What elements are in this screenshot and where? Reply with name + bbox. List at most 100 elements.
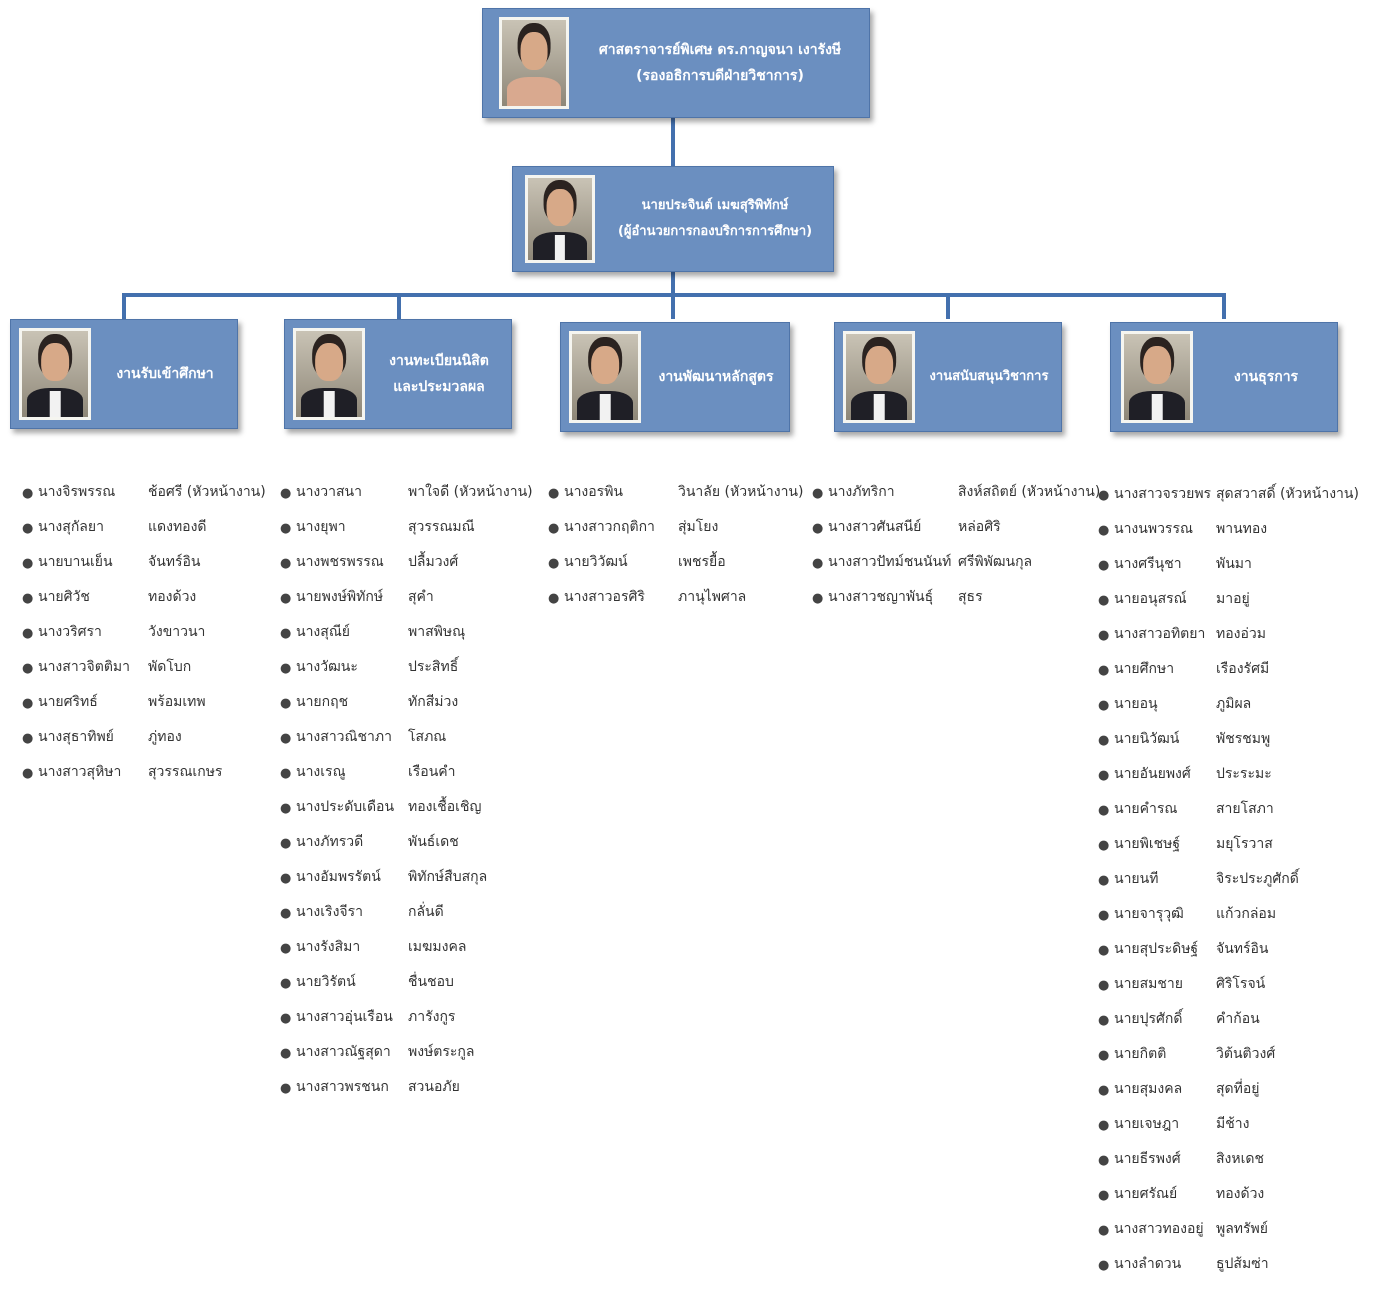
- staff-first-name: นายสุมงคล: [1114, 1081, 1183, 1097]
- staff-first-name: นายธีรพงศ์: [1114, 1151, 1181, 1167]
- bullet-icon: ●: [280, 661, 292, 676]
- staff-member: ●นายอนุภูมิผล: [1098, 694, 1394, 729]
- staff-member: ●นายกฤชทักสีม่วง: [280, 692, 515, 727]
- connector-dept-4: [946, 293, 950, 319]
- staff-last-name: จิระประภูศักดิ์: [1216, 871, 1299, 887]
- staff-first-name: นางสุธาทิพย์: [38, 729, 114, 745]
- dept-photo-admissions: [19, 328, 91, 420]
- staff-last-name: คำก้อน: [1216, 1011, 1260, 1027]
- bullet-icon: ●: [1098, 1048, 1110, 1063]
- staff-member: ●นางสุณีย์พาสพิษณุ: [280, 622, 515, 657]
- staff-first-name: นางสาวอทิตยา: [1114, 626, 1206, 642]
- connector-dept-1: [122, 293, 126, 319]
- staff-member: ●นางสาวณัฐสุดาพงษ์ตระกูล: [280, 1042, 515, 1077]
- staff-last-name: สุธร: [958, 589, 983, 605]
- staff-member: ●นางสาวปัทม์ชนนันท์ศรีพิพัฒนกุล: [812, 552, 1072, 587]
- staff-member: ●นายกิตติวิต้นติวงศ์: [1098, 1044, 1394, 1079]
- staff-first-name: นางสาวพรชนก: [296, 1079, 389, 1095]
- staff-member: ●นางสาวสุหิษาสุวรรณเกษร: [22, 762, 267, 797]
- director-photo: [525, 175, 595, 263]
- dept-box-registration: งานทะเบียนนิสิต และประมวลผล: [284, 319, 512, 429]
- staff-last-name: สิงหเดช: [1216, 1151, 1264, 1167]
- bullet-icon: ●: [1098, 908, 1110, 923]
- staff-last-name: ทองด้วง: [148, 589, 197, 605]
- staff-last-name: วิต้นติวงศ์: [1216, 1046, 1276, 1062]
- staff-last-name: พร้อมเทพ: [148, 694, 206, 710]
- staff-last-name: กลั่นดี: [408, 904, 444, 920]
- staff-first-name: นางสาวชญาพันธุ์: [828, 589, 934, 605]
- staff-member: ●นางศรีนุชาพันมา: [1098, 554, 1394, 589]
- staff-member: ●นางสาวศันสนีย์หล่อศิริ: [812, 517, 1072, 552]
- staff-first-name: นายสมชาย: [1114, 976, 1183, 992]
- staff-last-name: สุวรรณเกษร: [148, 764, 223, 780]
- staff-last-name: ธูปส้มซ่า: [1216, 1256, 1269, 1272]
- staff-last-name: พงษ์ตระกูล: [408, 1044, 475, 1060]
- bullet-icon: ●: [812, 521, 824, 536]
- staff-first-name: นางสาวณิชาภา: [296, 729, 392, 745]
- director-name: นายประจินต์ เมฆสุริพิทักษ์: [641, 198, 789, 213]
- dept-title-admissions: งานรับเข้าศึกษา: [116, 366, 214, 382]
- staff-last-name: พานทอง: [1216, 521, 1268, 537]
- top-executive-box: ศาสตราจารย์พิเศษ ดร.กาญจนา เงารังษี (รอง…: [482, 8, 870, 118]
- bullet-icon: ●: [1098, 1153, 1110, 1168]
- staff-first-name: นางศรีนุชา: [1114, 556, 1182, 572]
- bullet-icon: ●: [812, 486, 824, 501]
- bullet-icon: ●: [280, 836, 292, 851]
- staff-last-name: จันทร์อิน: [1216, 941, 1269, 957]
- connector-director-to-bar: [671, 272, 675, 296]
- staff-first-name: นายจารุวุฒิ: [1114, 906, 1184, 922]
- bullet-icon: ●: [1098, 873, 1110, 888]
- staff-first-name: นางสาวอุ่นเรือน: [296, 1009, 393, 1025]
- bullet-icon: ●: [1098, 978, 1110, 993]
- staff-member: ●นางยุพาสุวรรณมณี: [280, 517, 515, 552]
- bullet-icon: ●: [1098, 698, 1110, 713]
- staff-first-name: นางรังสิมา: [296, 939, 361, 955]
- staff-first-name: นายอันยพงศ์: [1114, 766, 1191, 782]
- staff-member: ● นางลำดวน ธูปส้มซ่า: [1098, 1254, 1394, 1289]
- staff-member: ●นายศึกษาเรืองรัศมี: [1098, 659, 1394, 694]
- bullet-icon: ●: [280, 976, 292, 991]
- staff-first-name: นางลำดวน: [1114, 1256, 1182, 1272]
- top-executive-role: (รองอธิการบดีฝ่ายวิชาการ): [636, 68, 804, 84]
- top-executive-photo: [499, 17, 569, 109]
- staff-first-name: นายอนุ: [1114, 696, 1158, 712]
- staff-member: ●นางนพวรรณพานทอง: [1098, 519, 1394, 554]
- staff-first-name: นางภัทรวดี: [296, 834, 364, 850]
- staff-last-name: พันธ์เดช: [408, 834, 459, 850]
- staff-last-name: ประระมะ: [1216, 766, 1272, 782]
- staff-last-name: พัดโบก: [148, 659, 192, 675]
- bullet-icon: ●: [1098, 628, 1110, 643]
- staff-member: ●นายสมชายศิริโรจน์: [1098, 974, 1394, 1009]
- staff-first-name: นางเรณู: [296, 764, 346, 780]
- staff-member: ●นายพงษ์พิทักษ์สุคำ: [280, 587, 515, 622]
- staff-list-general-admin: ●นางสาวจรวยพรสุดสวาสดิ์ (หัวหน้างาน)●นาง…: [1098, 484, 1394, 1289]
- dept-title-registration: งานทะเบียนนิสิต และประมวลผล: [389, 353, 489, 395]
- staff-last-name: แดงทองดี: [148, 519, 207, 535]
- bullet-icon: ●: [22, 486, 34, 501]
- staff-last-name: วินาลัย (หัวหน้างาน): [678, 484, 804, 500]
- staff-member: ●นายพิเชษฐ์มยุโรวาส: [1098, 834, 1394, 869]
- bullet-icon: ●: [1098, 1013, 1110, 1028]
- staff-first-name: นางวริศรา: [38, 624, 102, 640]
- staff-member: ●นางสาวกฤติกาสุ่มโยง: [548, 517, 788, 552]
- staff-first-name: นายวิวัฒน์: [564, 554, 628, 570]
- staff-first-name: นายอนุสรณ์: [1114, 591, 1187, 607]
- director-text: นายประจินต์ เมฆสุริพิทักษ์ (ผู้อำนวยการก…: [599, 167, 831, 271]
- bullet-icon: ●: [22, 521, 34, 536]
- staff-first-name: นายศิวัช: [38, 589, 90, 605]
- bullet-icon: ●: [280, 1046, 292, 1061]
- staff-list-registration: ●นางวาสนาพาใจดี (หัวหน้างาน)●นางยุพาสุวร…: [280, 482, 533, 1112]
- staff-first-name: นางภัทริกา: [828, 484, 895, 500]
- bullet-icon: ●: [1098, 1258, 1110, 1273]
- bullet-icon: ●: [1098, 593, 1110, 608]
- connector-dept-3: [671, 293, 675, 319]
- staff-last-name: ทองด้วง: [1216, 1186, 1265, 1202]
- bullet-icon: ●: [22, 731, 34, 746]
- staff-member: ● นางภัทรวดี พันธ์เดช: [280, 832, 515, 867]
- staff-member: ● นางสุธาทิพย์ ภู่ทอง: [22, 727, 267, 762]
- bullet-icon: ●: [1098, 558, 1110, 573]
- bullet-icon: ●: [280, 521, 292, 536]
- staff-last-name: ประสิทธิ์: [408, 659, 459, 675]
- staff-last-name: ภู่ทอง: [148, 729, 182, 745]
- staff-member: ●นายอันยพงศ์ประระมะ: [1098, 764, 1394, 799]
